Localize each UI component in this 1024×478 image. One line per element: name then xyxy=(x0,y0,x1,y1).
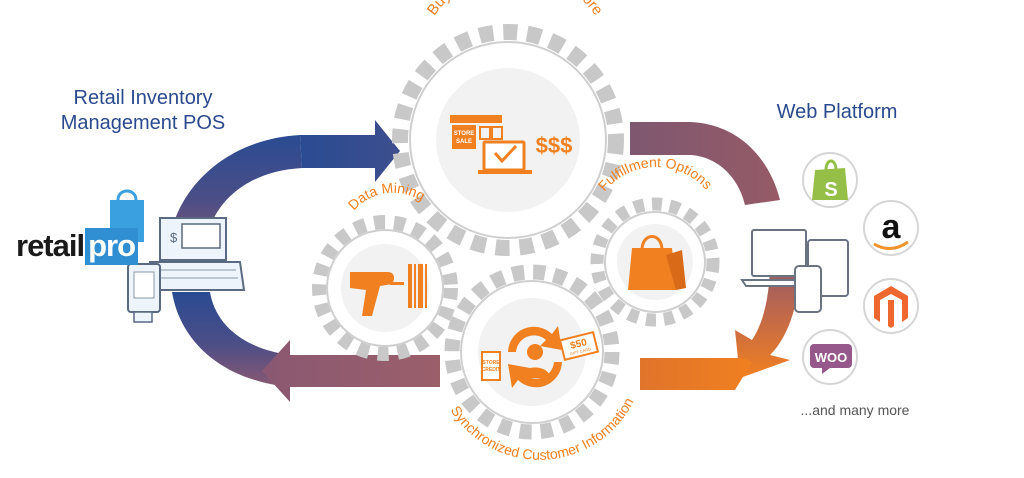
dollars-text: $$$ xyxy=(536,133,573,158)
store-sale-icon xyxy=(450,115,532,174)
store-credit-text-1: STORE xyxy=(482,360,500,366)
devices-icon xyxy=(740,229,849,313)
logo-text-main: retail xyxy=(16,228,85,263)
gift-amount-text: $50 xyxy=(569,337,588,352)
gear-top xyxy=(392,24,624,256)
magento-badge[interactable] xyxy=(863,278,919,334)
pos-title-line1: Retail Inventory xyxy=(73,87,213,109)
sync-customer-icon xyxy=(481,326,600,388)
store-credit-text-2: CREDIT xyxy=(482,367,501,373)
pos-terminal-icon xyxy=(110,189,246,323)
gear-left xyxy=(312,215,458,361)
gear-label-top: Buy Online, Pick Up at Store xyxy=(424,0,606,18)
more-platforms-text: ...and many more xyxy=(800,402,910,418)
svg-text:WOO: WOO xyxy=(815,350,848,365)
web-platform-title: Web Platform xyxy=(776,101,898,123)
shopify-badge[interactable]: S xyxy=(802,152,858,208)
amazon-badge[interactable]: a xyxy=(863,200,919,256)
pos-title-line2: Management POS xyxy=(60,112,226,134)
svg-text:a: a xyxy=(882,208,902,246)
pos-screen-dollar: $ xyxy=(170,230,178,245)
barcode-scanner-icon xyxy=(350,264,427,316)
store-sale-text-2: SALE xyxy=(456,139,472,145)
pos-title: Retail Inventory Management POS xyxy=(38,86,248,136)
gear-label-right: Fulfillment Options xyxy=(595,154,716,194)
woocommerce-badge[interactable]: WOO xyxy=(802,329,858,385)
svg-text:S: S xyxy=(824,179,837,201)
logo-text-accent: pro xyxy=(85,228,139,265)
shopping-bag-icon xyxy=(628,235,686,290)
gift-card-text: GIFT CARD xyxy=(569,346,591,356)
store-sale-text-1: STORE xyxy=(454,131,475,137)
